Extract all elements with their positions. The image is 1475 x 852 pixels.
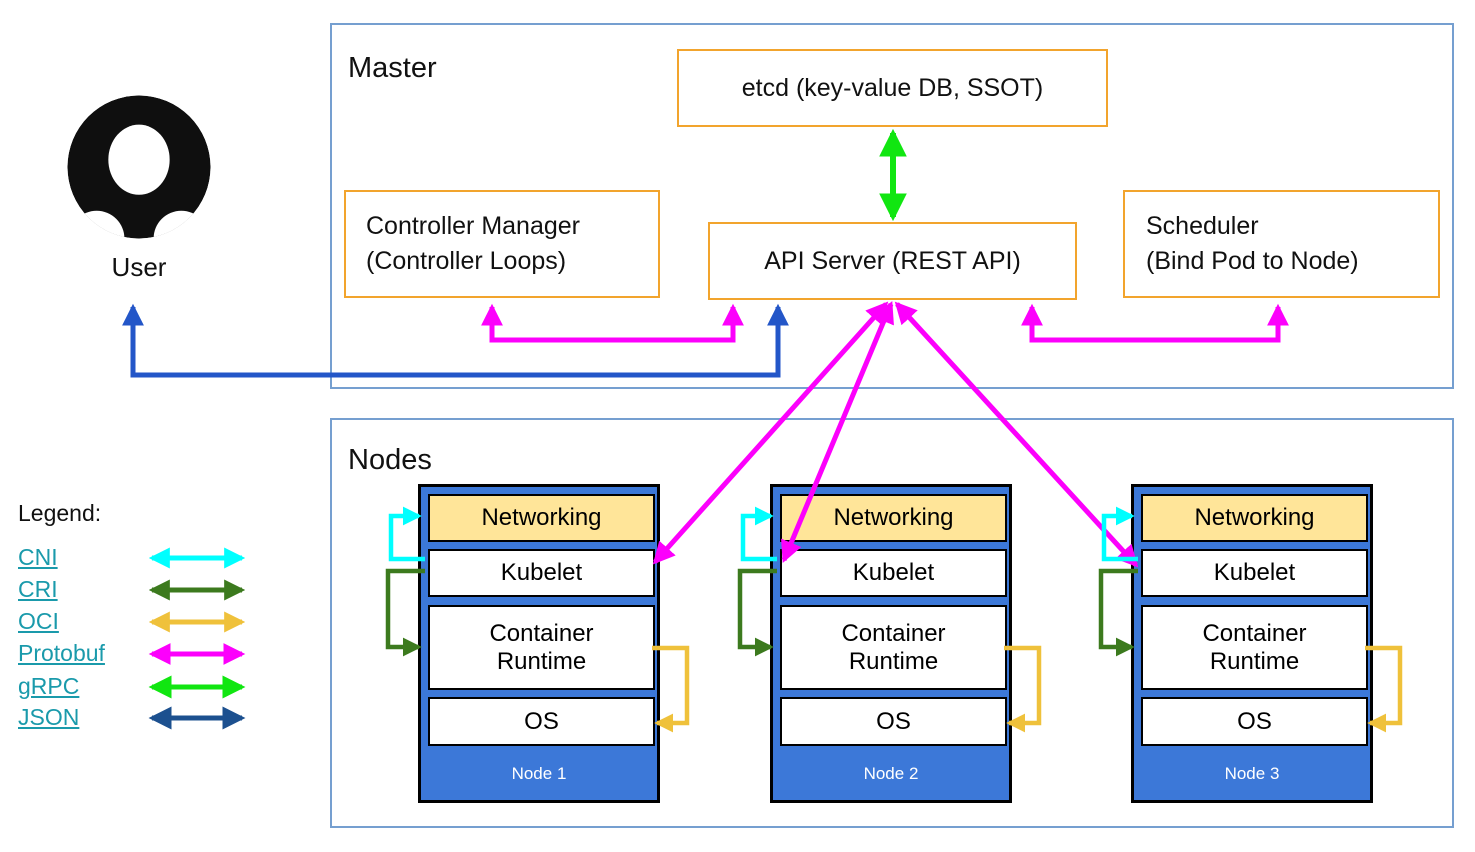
node-1-container-runtime-layer: Container Runtime (428, 605, 655, 690)
master-section-label: Master (348, 52, 437, 84)
legend-link-json[interactable]: JSON (18, 704, 80, 730)
node-2-networking-layer: Networking (780, 494, 1007, 542)
node-1-os-layer: OS (428, 697, 655, 746)
node-3-kubelet-layer: Kubelet (1141, 549, 1368, 597)
node-1-name: Node 1 (511, 764, 567, 783)
node-2-kubelet-layer: Kubelet (780, 549, 1007, 597)
node-2: Networking Kubelet Container Runtime OS … (770, 484, 1012, 803)
scheduler-label-line2: (Bind Pod to Node) (1146, 247, 1359, 275)
user-label: User (111, 252, 167, 282)
node-2-os-layer: OS (780, 697, 1007, 746)
node-3: Networking Kubelet Container Runtime OS … (1131, 484, 1373, 803)
controller-manager-box: Controller Manager (Controller Loops) (344, 190, 660, 298)
controller-manager-label-line2: (Controller Loops) (366, 247, 567, 275)
legend-title: Legend: (18, 500, 102, 526)
node-2-container-runtime-layer: Container Runtime (780, 605, 1007, 690)
node-3-container-runtime-layer: Container Runtime (1141, 605, 1368, 690)
nodes-section-label: Nodes (348, 444, 432, 476)
legend-link-grpc[interactable]: gRPC (18, 673, 80, 699)
node-3-name: Node 3 (1224, 764, 1280, 783)
controller-manager-label-line1: Controller Manager (366, 212, 580, 240)
api-server-label: API Server (REST API) (764, 246, 1021, 275)
node-3-networking-layer: Networking (1141, 494, 1368, 542)
node-1: Networking Kubelet Container Runtime OS … (418, 484, 660, 803)
legend-link-oci[interactable]: OCI (18, 608, 59, 634)
node-3-os-layer: OS (1141, 697, 1368, 746)
scheduler-box: Scheduler (Bind Pod to Node) (1123, 190, 1440, 298)
etcd-label: etcd (key-value DB, SSOT) (741, 73, 1044, 102)
node-2-name: Node 2 (863, 764, 919, 783)
scheduler-label-line1: Scheduler (1146, 212, 1259, 240)
legend-link-cni[interactable]: CNI (18, 544, 58, 570)
legend-link-cri[interactable]: CRI (18, 576, 58, 602)
api-server-box: API Server (REST API) (708, 222, 1077, 300)
node-1-kubelet-layer: Kubelet (428, 549, 655, 597)
user-icon (67, 95, 211, 239)
legend-link-protobuf[interactable]: Protobuf (18, 640, 105, 666)
etcd-box: etcd (key-value DB, SSOT) (677, 49, 1108, 127)
node-1-networking-layer: Networking (428, 494, 655, 542)
